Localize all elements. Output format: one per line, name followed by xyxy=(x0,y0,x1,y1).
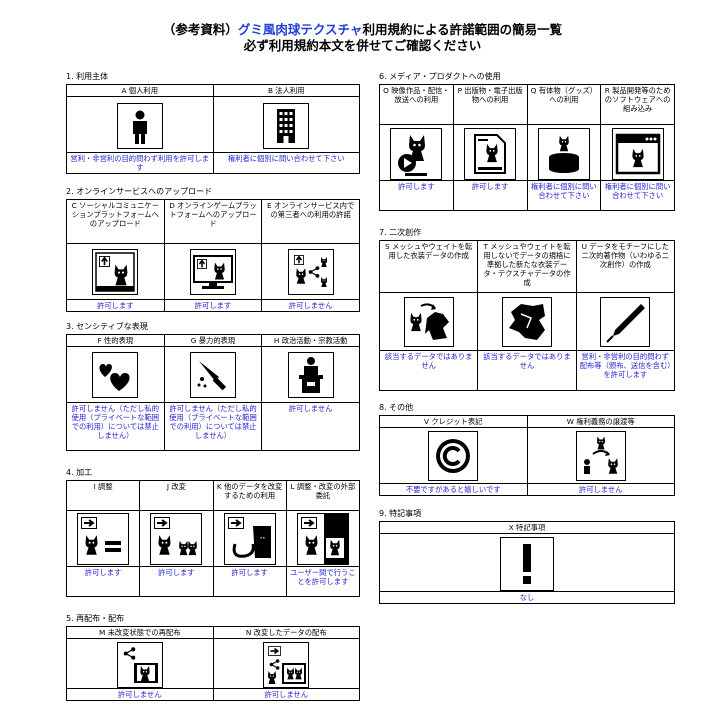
col-header: J 改変 xyxy=(139,480,214,511)
status-text: 権利者に個別に問い合わせて下さい xyxy=(212,152,360,174)
status-text: 許可します xyxy=(163,299,263,312)
status-text: 不要ですがあると嬉しいです xyxy=(379,483,528,496)
col-header: A 個人利用 xyxy=(66,84,214,97)
status-text: 許可しません xyxy=(261,299,360,312)
col-header: P 出版物・電子出版物への利用 xyxy=(452,84,528,125)
section-heading: 8. その他 xyxy=(379,403,414,412)
game-upload-icon xyxy=(189,249,236,295)
publication-icon xyxy=(464,128,517,180)
col-header: S メッシュやウェイトを転用した衣装データの作成 xyxy=(378,240,479,293)
section-redistribution: 5. 再配布・配布 M 未改変状態での再配布 N 改変したデータの配布 許可しま… xyxy=(66,614,360,701)
col-header: G 暴力的表現 xyxy=(163,334,263,347)
col-header: W 権利義務の譲渡等 xyxy=(526,415,675,428)
status-text: なし xyxy=(379,591,675,604)
section-heading: 3. センシティブな表現 xyxy=(66,322,148,331)
col-header: B 法人利用 xyxy=(212,84,360,97)
section-usage-subject: 1. 利用主体 A 個人利用 B 法人利用 営利・非営利の目的問わず利用を許可し… xyxy=(66,72,360,174)
col-header: M 未改変状態での再配布 xyxy=(66,626,214,639)
col-header: K 他のデータを改変するための利用 xyxy=(212,480,287,511)
col-header: E オンラインサービス内での第三者への利用の許諾 xyxy=(261,199,360,244)
col-header: X 特記事項 xyxy=(379,521,675,534)
section-heading: 5. 再配布・配布 xyxy=(66,614,125,623)
podium-icon xyxy=(287,352,334,398)
social-upload-icon xyxy=(92,249,139,295)
title-suffix: 利用規約による許諾範囲の簡易一覧 xyxy=(362,22,563,37)
col-header: D オンラインゲームプラットフォームへのアップロード xyxy=(163,199,263,244)
goods-icon xyxy=(537,128,590,180)
col-header: R 製品開発等のためのソフトウェアへの組み込み xyxy=(600,84,675,125)
status-text: ユーザー間で行うことを許可します xyxy=(285,566,361,597)
col-header: I 調整 xyxy=(65,480,141,511)
status-text: 許可します xyxy=(65,566,141,597)
status-text: 該当するデータではありません xyxy=(378,350,479,391)
status-text: 許可します xyxy=(379,180,454,211)
distribute-modified-icon xyxy=(263,642,310,688)
page-title: （参考資料）グミ風肉球テクスチャ利用規約による許諾範囲の簡易一覧 xyxy=(0,22,725,38)
section-derivative-works: 7. 二次創作 S メッシュやウェイトを転用した衣装データの作成 T メッシュや… xyxy=(378,228,676,391)
video-icon xyxy=(390,128,443,180)
knife-icon xyxy=(189,352,236,398)
status-text: 権利者に個別に問い合わせて下さい xyxy=(526,180,602,211)
status-text: 許可しません xyxy=(526,483,675,496)
col-header: Q 有体物（グッズ）への利用 xyxy=(526,84,602,125)
col-header: V クレジット表記 xyxy=(379,415,528,428)
pen-icon xyxy=(600,297,651,347)
status-text: 許可しません xyxy=(66,688,214,701)
use-for-modify-icon xyxy=(223,513,276,565)
section-heading: 1. 利用主体 xyxy=(66,72,109,81)
col-header: H 政治活動・宗教活動 xyxy=(261,334,360,347)
software-icon xyxy=(611,128,664,180)
building-icon xyxy=(263,103,310,149)
page-subtitle: 必ず利用規約本文を併せてご確認ください xyxy=(243,38,482,53)
status-text: 許可しません（ただし私的使用（プライベートな範囲での利用）については禁止しません… xyxy=(66,402,165,451)
outsource-icon xyxy=(296,513,349,565)
new-outfit-icon xyxy=(501,297,552,347)
title-product-name: グミ風肉球テクスチャ xyxy=(237,22,363,37)
rights-transfer-icon xyxy=(575,431,626,481)
col-header: C ソーシャルコミュニケーションプラットフォームへのアップロード xyxy=(66,199,165,244)
status-text: 許可します xyxy=(452,180,528,211)
section-online-upload: 2. オンラインサービスへのアップロード C ソーシャルコミュニケーションプラッ… xyxy=(66,187,360,312)
col-header: O 映像作品・配信・放送への利用 xyxy=(379,84,454,125)
title-prefix: （参考資料） xyxy=(162,22,238,37)
section-heading: 9. 特記事項 xyxy=(379,509,422,518)
hearts-icon xyxy=(92,352,139,398)
status-text: 権利者に個別に問い合わせて下さい xyxy=(600,180,675,211)
section-media-product: 6. メディア・プロダクトへの使用 O 映像作品・配信・放送への利用 P 出版物… xyxy=(379,72,675,211)
person-icon xyxy=(116,103,163,149)
status-text: 許可します xyxy=(212,566,287,597)
col-header: U データをモチーフにした二次的著作物（いわゆる二次創作）の作成 xyxy=(575,240,676,293)
status-text: 許可します xyxy=(139,566,214,597)
section-heading: 4. 加工 xyxy=(66,468,93,477)
exclamation-icon xyxy=(500,537,554,591)
section-special-notes: 9. 特記事項 X 特記事項 なし xyxy=(379,509,675,604)
copyright-icon xyxy=(428,431,479,481)
status-text: 許可しません xyxy=(261,402,360,451)
section-heading: 2. オンラインサービスへのアップロード xyxy=(66,187,213,196)
col-header: L 調整・改変の外部委託 xyxy=(285,480,361,511)
redistribute-icon xyxy=(116,642,163,688)
col-header: F 性的表現 xyxy=(66,334,165,347)
section-heading: 7. 二次創作 xyxy=(379,228,422,237)
adjust-icon xyxy=(77,513,130,565)
status-text: 許可しません（ただし私的使用（プライベートな範囲での利用）については禁止しません… xyxy=(163,402,263,451)
section-heading: 6. メディア・プロダクトへの使用 xyxy=(379,72,501,81)
section-processing: 4. 加工 I 調整 J 改変 K 他のデータを改変するための利用 L 調整・改… xyxy=(65,468,361,597)
modify-icon xyxy=(150,513,203,565)
section-sensitive-expression: 3. センシティブな表現 F 性的表現 G 暴力的表現 H 政治活動・宗教活動 … xyxy=(66,322,360,451)
third-party-share-icon xyxy=(287,249,334,295)
status-text: 営利・非営利の目的問わず利用を許可します xyxy=(66,152,214,174)
status-text: 営利・非営利の目的問わず配布等（頒布、送信を含む）を許可します xyxy=(575,350,676,391)
status-text: 許可しません xyxy=(212,688,360,701)
status-text: 該当するデータではありません xyxy=(477,350,577,391)
section-other: 8. その他 V クレジット表記 W 権利義務の譲渡等 不要ですがあると嬉しいで… xyxy=(379,403,675,496)
col-header: T メッシュやウェイトを転用しないでデータの規格に準拠した新たな衣装データ・テク… xyxy=(477,240,577,293)
status-text: 許可します xyxy=(66,299,165,312)
outfit-transfer-icon xyxy=(403,297,454,347)
col-header: N 改変したデータの配布 xyxy=(212,626,360,639)
